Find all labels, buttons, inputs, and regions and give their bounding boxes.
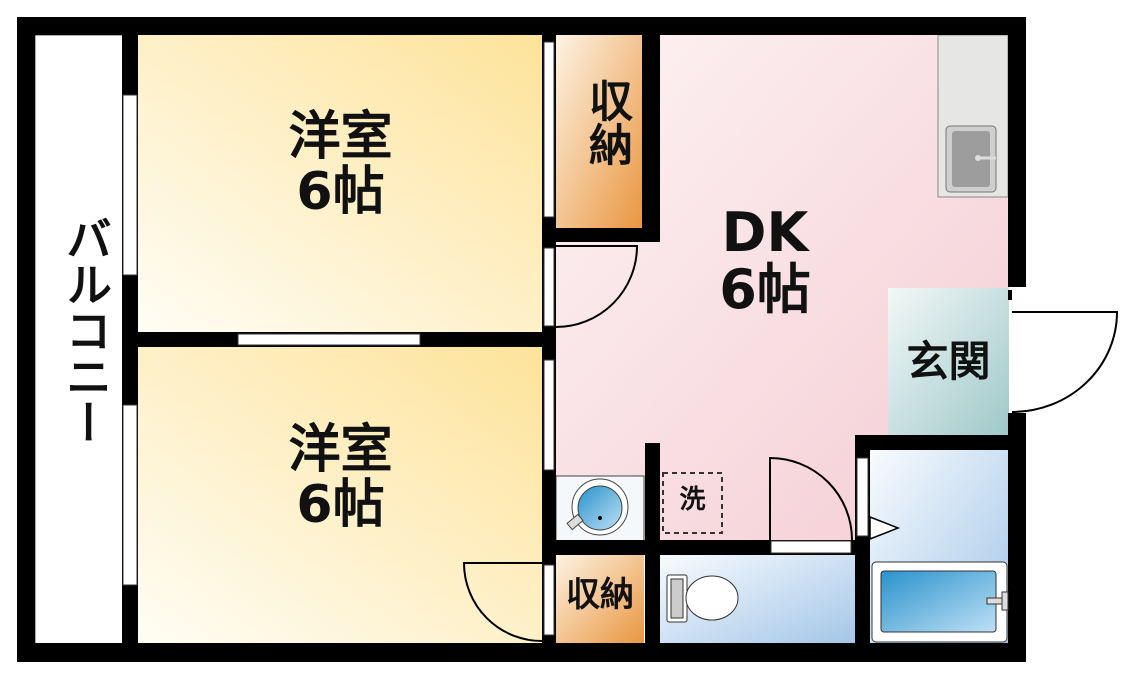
- storage-top-label: 収納: [581, 78, 632, 166]
- toilet-icon: [666, 574, 739, 623]
- balcony-label: バルコニー: [59, 215, 113, 445]
- bath-door-arrow-icon: [869, 515, 901, 541]
- windows: [122, 41, 869, 636]
- bathtub-icon: [871, 561, 1009, 643]
- bedroom-top-size: 6帖: [296, 161, 385, 222]
- entrance-floor: [888, 288, 1009, 436]
- washer-space: [662, 472, 723, 534]
- dk-size: 6帖: [719, 257, 811, 321]
- entrance-label: 玄関: [906, 337, 991, 386]
- storage-bottom-label: 収納: [566, 575, 634, 615]
- bedroom-top: 洋室 6帖: [138, 110, 543, 219]
- bedroom-bottom: 洋室 6帖: [138, 423, 543, 532]
- bedroom-bottom-floor: [138, 347, 543, 644]
- storage-bottom-floor: [556, 555, 644, 644]
- balcony-floor: [34, 34, 124, 645]
- dining-kitchen: DK 6帖: [690, 201, 840, 321]
- dk-name: DK: [721, 201, 809, 264]
- bedroom-top-name: 洋室: [288, 107, 393, 167]
- door-swings: [462, 245, 1119, 642]
- bedroom-bottom-size: 6帖: [296, 474, 385, 535]
- bedroom-top-floor: [138, 35, 543, 333]
- bedroom-bottom-name: 洋室: [288, 420, 393, 480]
- washer-label: 洗: [679, 485, 706, 515]
- storage-top-floor: [556, 35, 643, 231]
